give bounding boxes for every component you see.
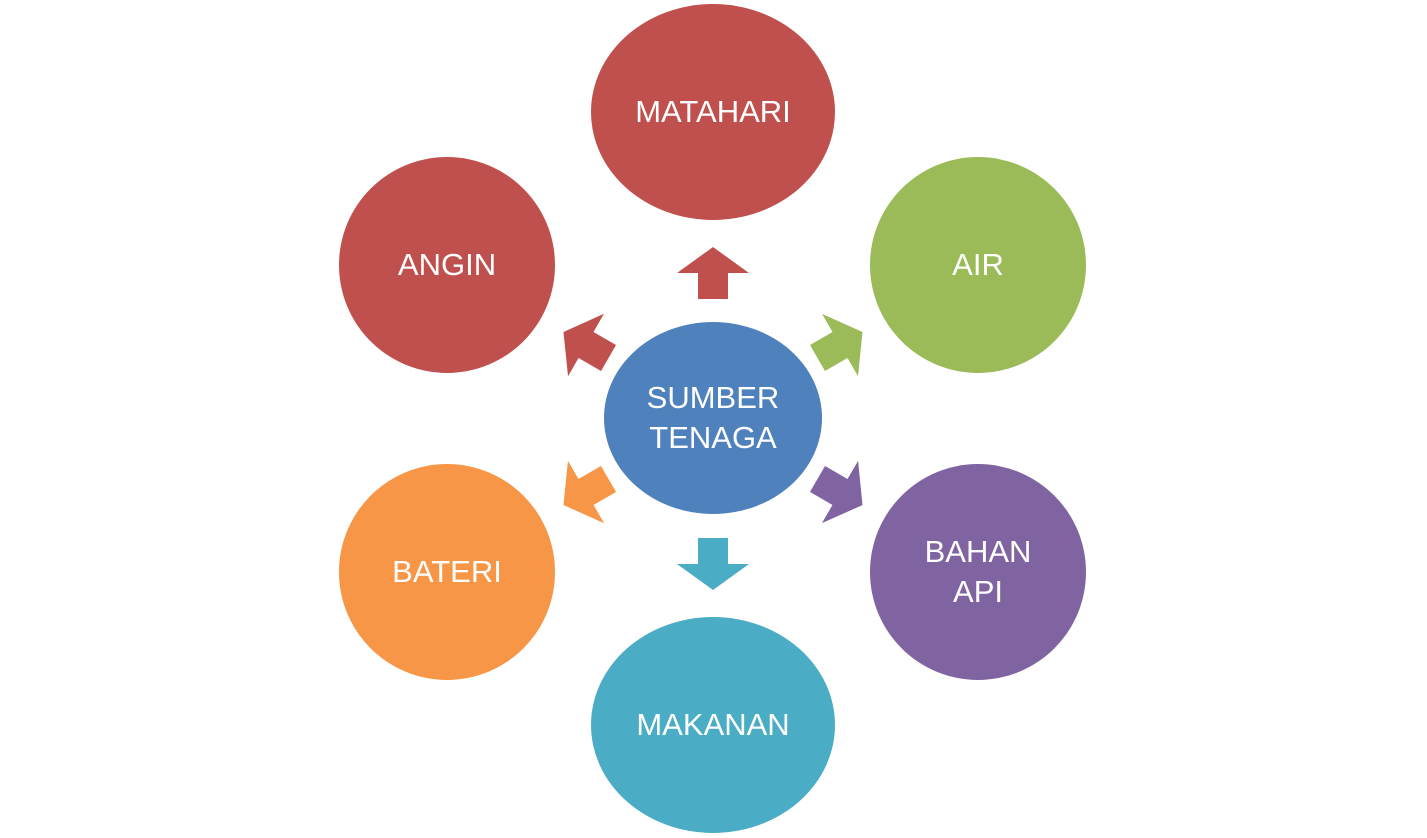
- node-angin-label-line: ANGIN: [398, 247, 496, 282]
- node-makanan-shape: [591, 617, 835, 833]
- node-air: AIR: [870, 157, 1086, 373]
- node-bateri: BATERI: [339, 464, 555, 680]
- arrow-to-bateri: [563, 460, 617, 524]
- node-bahan-api: BAHAN API: [870, 464, 1086, 680]
- node-air-shape: [870, 157, 1086, 373]
- node-bahan-api-label-line: API: [953, 574, 1003, 609]
- arrow-to-angin: [563, 313, 617, 377]
- node-bahan-api-shape: [870, 464, 1086, 680]
- node-bateri-label-line: BATERI: [392, 554, 502, 589]
- node-makanan-label-line: MAKANAN: [636, 707, 789, 742]
- node-bateri-shape: [339, 464, 555, 680]
- node-matahari-shape: [591, 4, 835, 220]
- center-node: SUMBER TENAGA: [604, 322, 822, 514]
- node-matahari: MATAHARI: [591, 4, 835, 220]
- node-bahan-api-label-line: BAHAN: [925, 534, 1032, 569]
- arrow-to-matahari: [677, 247, 749, 299]
- center-node-shape: [604, 322, 822, 514]
- arrow-to-air: [809, 313, 863, 377]
- node-air-label-line: AIR: [952, 247, 1004, 282]
- node-angin: ANGIN: [339, 157, 555, 373]
- node-makanan: MAKANAN: [591, 617, 835, 833]
- center-node-label-line: SUMBER: [647, 380, 780, 415]
- arrow-to-bahan-api: [809, 460, 863, 524]
- node-angin-shape: [339, 157, 555, 373]
- center-node-label-line: TENAGA: [649, 420, 777, 455]
- node-matahari-label-line: MATAHARI: [635, 94, 791, 129]
- arrow-to-makanan: [677, 538, 749, 590]
